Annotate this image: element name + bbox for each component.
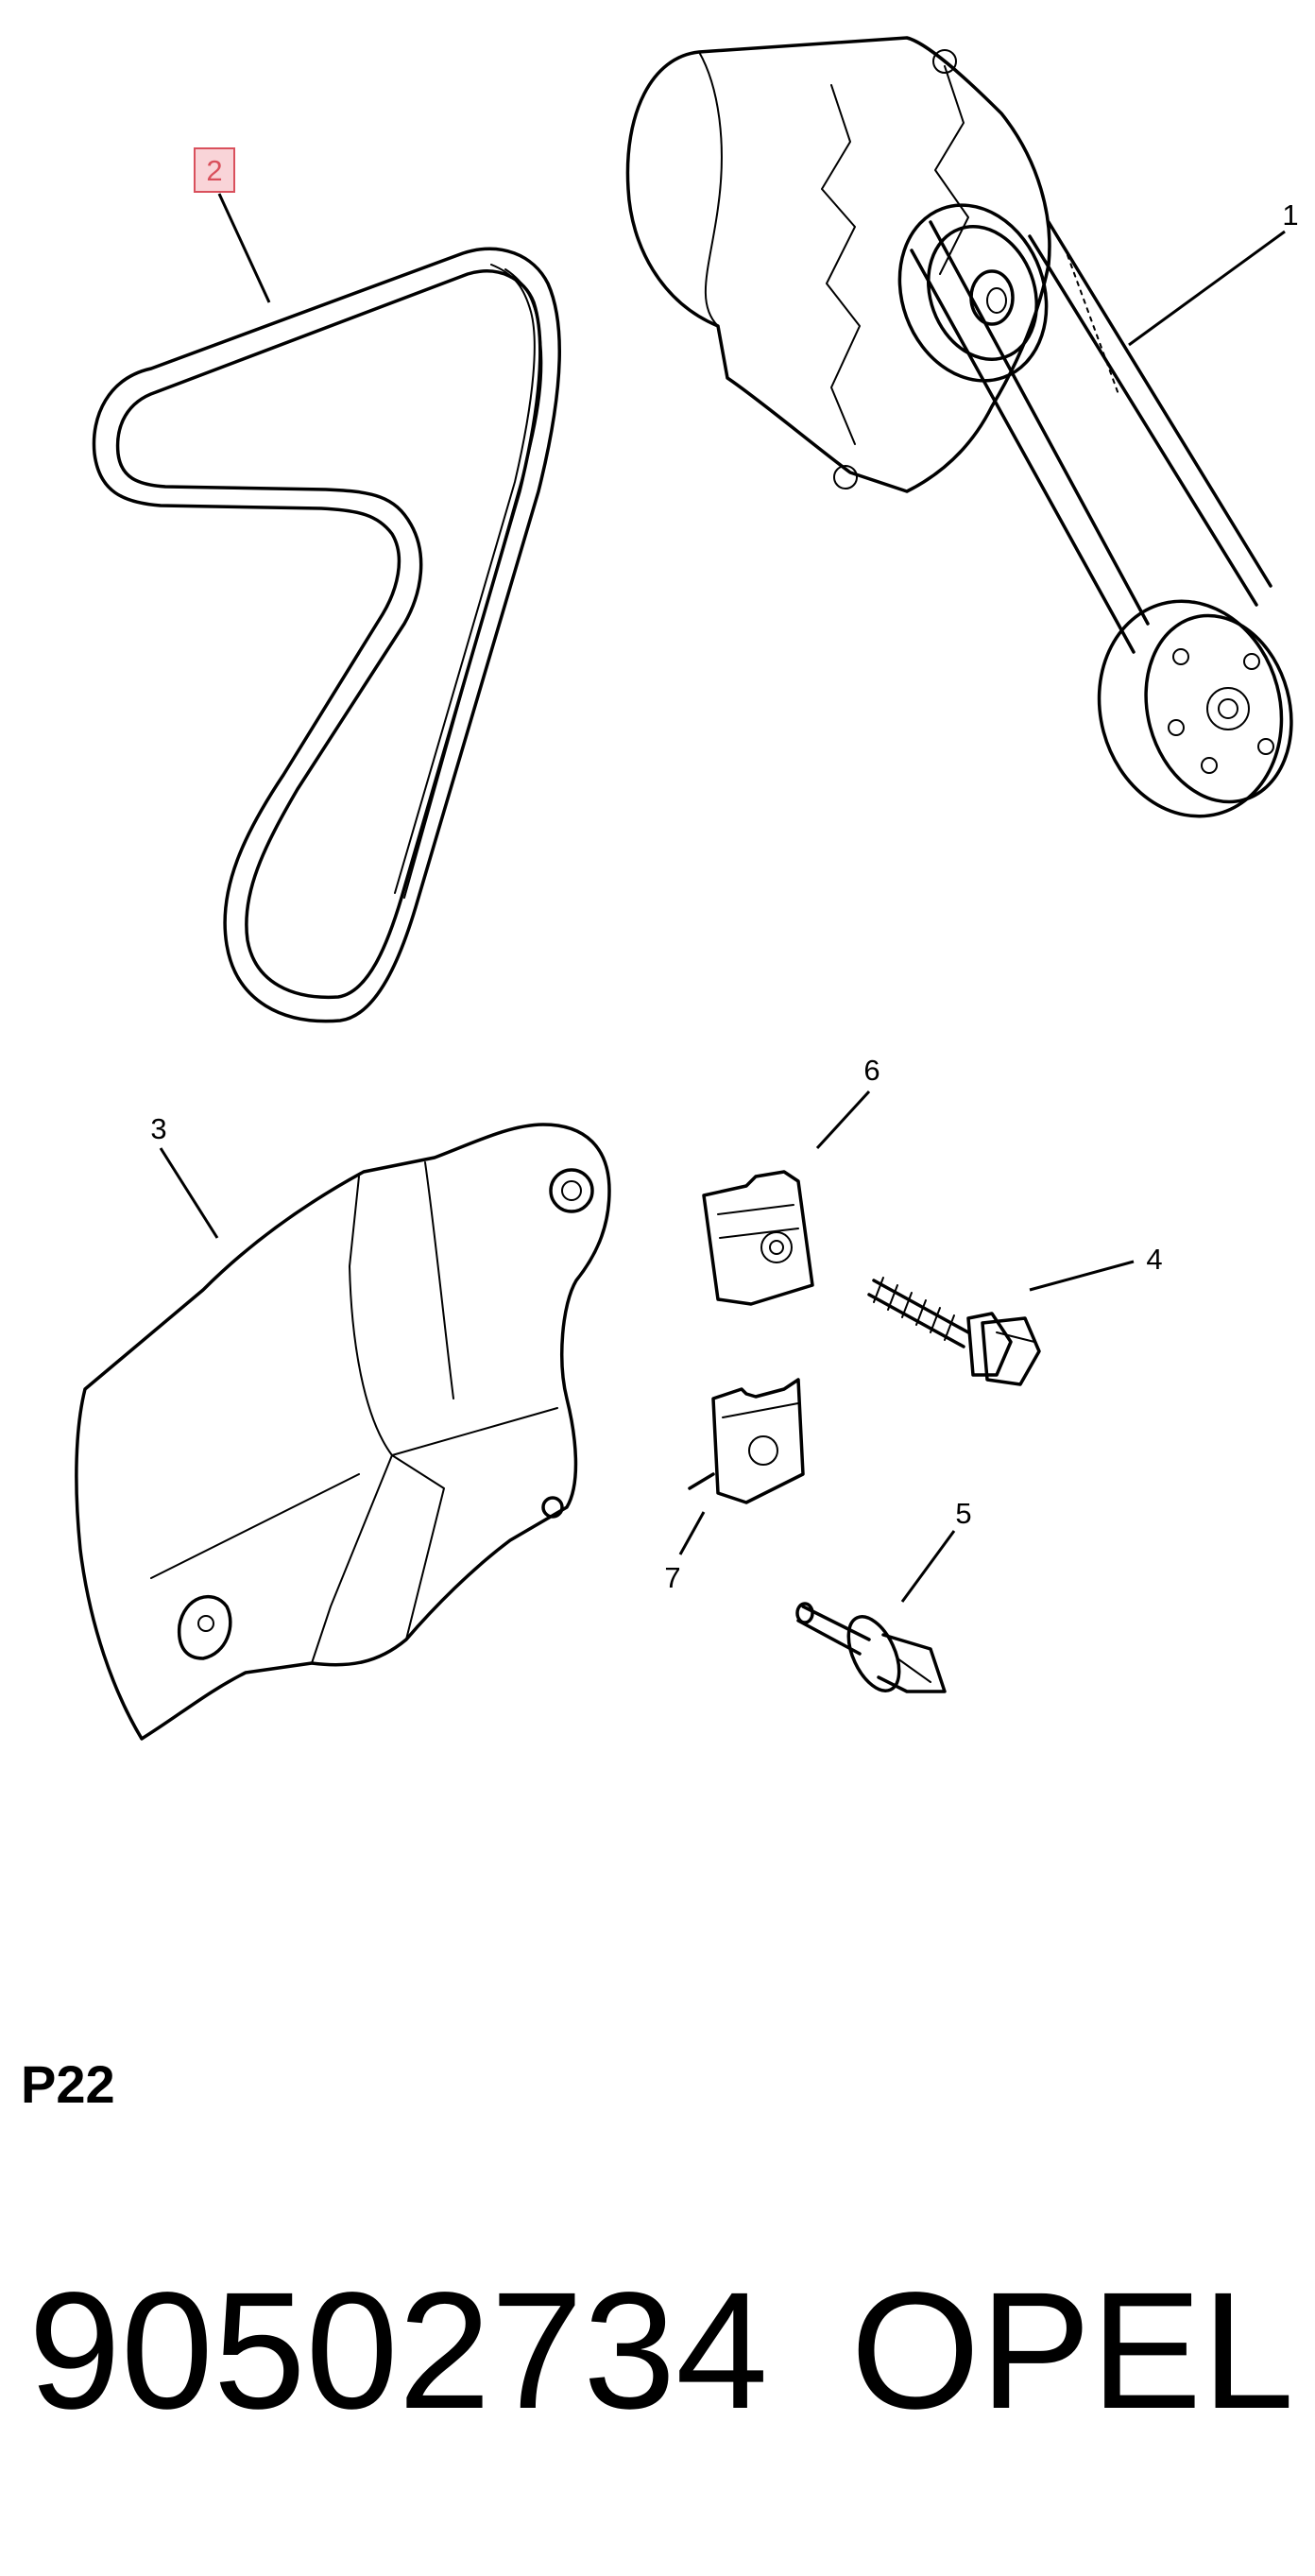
svg-text:3: 3 [150, 1112, 166, 1145]
callout-3: 3 [150, 1112, 166, 1145]
svg-text:4: 4 [1146, 1243, 1162, 1276]
callout-4: 4 [1146, 1243, 1162, 1276]
svg-text:1: 1 [1282, 198, 1298, 232]
svg-text:5: 5 [955, 1497, 971, 1530]
svg-text:6: 6 [863, 1054, 880, 1087]
callout-2-highlight-box [194, 147, 235, 193]
callout-5: 5 [955, 1497, 971, 1530]
callout-6: 6 [863, 1054, 880, 1087]
parts-diagram: 1 2 3 4 5 6 7 [75, 36, 1299, 1741]
callout-1: 1 [1282, 198, 1298, 232]
clip-nut-7-drawing [688, 1378, 805, 1504]
callout-2-highlighted[interactable]: 2 [194, 147, 235, 193]
brand-name: OPEL [850, 2258, 1294, 2444]
cover-plate-drawing [75, 1123, 611, 1741]
page-code: P22 [21, 2054, 115, 2114]
callout-7: 7 [664, 1561, 680, 1594]
speed-nut-6-drawing [702, 1170, 814, 1306]
svg-text:2: 2 [206, 154, 222, 187]
footer: 90502734 OPEL [28, 2268, 1294, 2457]
push-rivet-5-drawing [795, 1602, 947, 1693]
drive-belt-drawing [92, 247, 562, 1023]
leader-lines [159, 193, 1286, 1603]
part-number: 90502734 [28, 2258, 769, 2444]
screw-4-drawing [867, 1277, 1041, 1386]
svg-text:7: 7 [664, 1561, 680, 1594]
alternator-drawing [625, 36, 1293, 818]
